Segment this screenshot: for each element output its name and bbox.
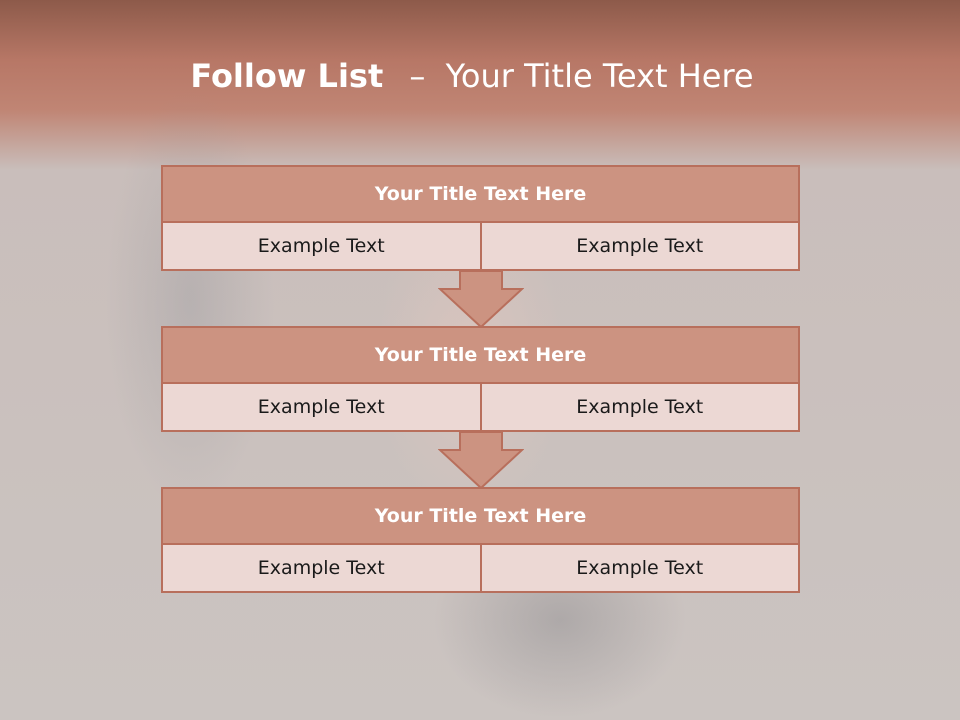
block-row: Example Text Example Text — [163, 545, 798, 591]
down-arrow-icon — [438, 270, 524, 328]
block-cell-right: Example Text — [479, 384, 798, 430]
list-block-1: Your Title Text Here Example Text Exampl… — [161, 165, 800, 271]
block-cell-left: Example Text — [163, 223, 480, 269]
block-title: Your Title Text Here — [163, 328, 798, 384]
list-block-2: Your Title Text Here Example Text Exampl… — [161, 326, 800, 432]
down-arrow-icon — [438, 431, 524, 489]
slide-title: Follow List – Your Title Text Here — [0, 56, 944, 96]
block-row: Example Text Example Text — [163, 384, 798, 430]
slide-title-separator: – — [409, 57, 426, 95]
block-cell-right: Example Text — [479, 545, 798, 591]
slide-title-bold: Follow List — [190, 57, 384, 95]
block-cell-right: Example Text — [479, 223, 798, 269]
block-cell-left: Example Text — [163, 384, 480, 430]
list-block-3: Your Title Text Here Example Text Exampl… — [161, 487, 800, 593]
slide-title-rest: Your Title Text Here — [445, 57, 754, 95]
block-title: Your Title Text Here — [163, 167, 798, 223]
block-cell-left: Example Text — [163, 545, 480, 591]
block-title: Your Title Text Here — [163, 489, 798, 545]
block-row: Example Text Example Text — [163, 223, 798, 269]
